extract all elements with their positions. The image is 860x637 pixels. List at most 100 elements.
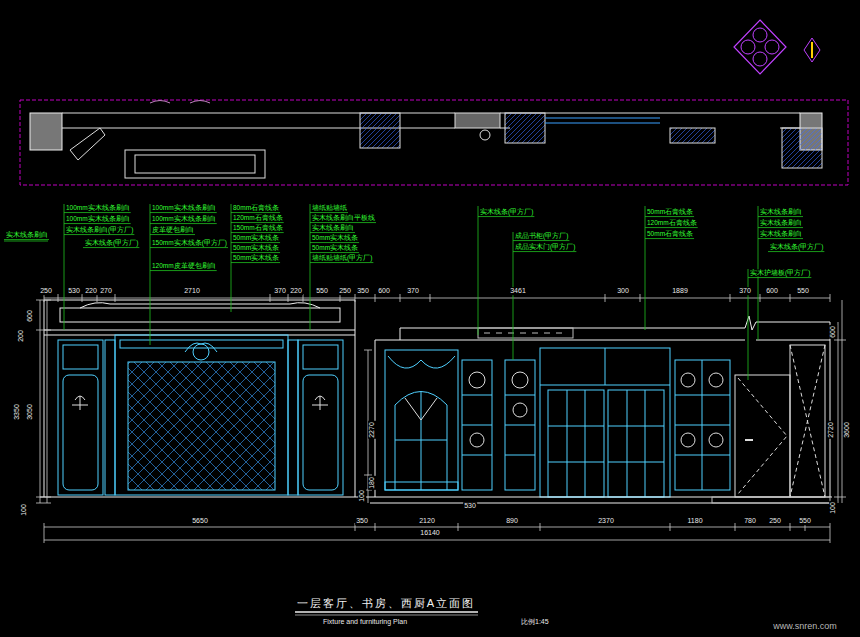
dimension-lines bbox=[36, 300, 51, 503]
leader-underline bbox=[513, 240, 569, 241]
plan-strip bbox=[670, 128, 715, 143]
leader-underline bbox=[150, 212, 217, 213]
bookshelf bbox=[513, 403, 527, 417]
leader-underline bbox=[64, 234, 134, 235]
plan-strip bbox=[62, 113, 800, 128]
bookcase-window bbox=[385, 350, 458, 490]
dimension-text: 300 bbox=[616, 287, 630, 295]
bookshelf bbox=[681, 373, 695, 387]
leader-underline bbox=[478, 216, 534, 217]
leader-underline bbox=[645, 216, 694, 217]
drawing-caption: Fixture and furnituring Plan bbox=[322, 618, 408, 626]
leader-underline bbox=[645, 227, 698, 228]
bookshelf bbox=[470, 433, 484, 447]
dimension-text: 780 bbox=[743, 517, 757, 525]
dimension-text: 600 bbox=[829, 325, 837, 339]
sliding-door bbox=[540, 348, 670, 385]
dimension-text: 350 bbox=[355, 517, 369, 525]
leader-underline bbox=[310, 262, 373, 263]
study-kitchen-wall bbox=[375, 316, 830, 497]
compass-symbol bbox=[811, 42, 813, 58]
bookcase-window bbox=[395, 392, 447, 491]
plan-strip bbox=[70, 128, 105, 160]
plan-strip bbox=[135, 155, 255, 173]
study-kitchen-wall bbox=[400, 340, 830, 341]
sliding-door bbox=[548, 390, 604, 497]
wall-panels bbox=[63, 375, 98, 490]
bookshelf bbox=[505, 395, 535, 455]
dimension-text: 100 bbox=[20, 503, 28, 517]
dimension-text: 3600 bbox=[843, 421, 851, 439]
compass-symbol bbox=[753, 52, 767, 66]
dimension-lines bbox=[44, 523, 830, 543]
annotation-text: 实木线条(甲方厂) bbox=[770, 243, 823, 250]
annotation-text: 实木护墙板(甲方厂) bbox=[750, 269, 810, 276]
dimension-text: 2120 bbox=[418, 517, 436, 525]
annotation-text: 50mm实木线条 bbox=[233, 244, 279, 251]
annotation-text: 50mm石膏线条 bbox=[647, 230, 693, 237]
leader-underline bbox=[231, 242, 280, 243]
wall-panels bbox=[58, 340, 103, 495]
sliding-door bbox=[608, 390, 664, 497]
annotation-text: 实木线条(甲方厂) bbox=[85, 239, 138, 246]
dimension-text: 530 bbox=[67, 287, 81, 295]
annotation-text: 120mm皮革硬包刷白 bbox=[152, 262, 216, 269]
bookcase-window bbox=[385, 350, 458, 490]
annotation-text: 50mm实木线条 bbox=[312, 244, 358, 251]
compass-symbol bbox=[765, 40, 779, 54]
sliding-door bbox=[540, 348, 670, 497]
leader-underline bbox=[64, 223, 131, 224]
plan-strip bbox=[545, 118, 660, 123]
dimension-text: 270 bbox=[99, 287, 113, 295]
bookshelf bbox=[469, 372, 485, 388]
wall-panels bbox=[63, 345, 98, 369]
dimension-text: 3050 bbox=[26, 403, 34, 421]
annotation-text: 80mm石膏线条 bbox=[233, 204, 279, 211]
title-underline bbox=[295, 611, 478, 613]
annotation-text: 墙纸贴墙纸(甲方厂) bbox=[312, 254, 372, 261]
wall-panels bbox=[115, 335, 288, 495]
floor-line bbox=[40, 497, 832, 503]
wall-panels bbox=[105, 340, 115, 495]
annotation-text: 实木线条刷白(甲方厂) bbox=[66, 226, 133, 233]
compass-symbol bbox=[741, 40, 755, 54]
leader-underline bbox=[231, 232, 284, 233]
dimension-text: 250 bbox=[768, 517, 782, 525]
compass-symbol bbox=[734, 20, 820, 74]
bookshelf bbox=[709, 433, 723, 447]
compass-symbol bbox=[753, 28, 767, 42]
kitchen-door bbox=[745, 439, 753, 441]
leader-underline bbox=[310, 242, 359, 243]
dimension-lines bbox=[44, 298, 830, 299]
dimension-text: 600 bbox=[26, 309, 34, 323]
compass-symbol bbox=[804, 38, 820, 62]
dimension-text: 530 bbox=[463, 502, 477, 510]
dimension-text: 370 bbox=[738, 287, 752, 295]
leader-underline bbox=[748, 277, 811, 278]
leader-lines bbox=[478, 206, 758, 380]
plan-strip bbox=[150, 101, 210, 104]
annotation-text: 实木线条刷白 bbox=[312, 224, 354, 231]
dimension-text: 370 bbox=[273, 287, 287, 295]
plan-strip bbox=[30, 113, 62, 150]
annotation-text: 实木线条刷白 bbox=[760, 208, 802, 215]
wall-panels bbox=[303, 375, 338, 490]
annotation-text: 150mm石膏线条 bbox=[233, 224, 283, 231]
annotation-text: 实木线条刷白 bbox=[760, 230, 802, 237]
dimension-text: 600 bbox=[765, 287, 779, 295]
dimension-text: 5650 bbox=[191, 517, 209, 525]
dimension-text: 220 bbox=[84, 287, 98, 295]
leader-underline bbox=[758, 227, 803, 228]
dimension-text: 3350 bbox=[13, 403, 21, 421]
wall-panels bbox=[193, 344, 209, 360]
dimension-text: 200 bbox=[17, 329, 25, 343]
leader-underline bbox=[310, 212, 348, 213]
annotation-text: 120mm石膏线条 bbox=[233, 214, 283, 221]
annotation-text: 50mm石膏线条 bbox=[647, 208, 693, 215]
dimension-lines bbox=[44, 527, 830, 540]
kitchen-door bbox=[735, 375, 790, 497]
text-underlines bbox=[4, 213, 824, 278]
living-room-wall bbox=[44, 330, 355, 335]
